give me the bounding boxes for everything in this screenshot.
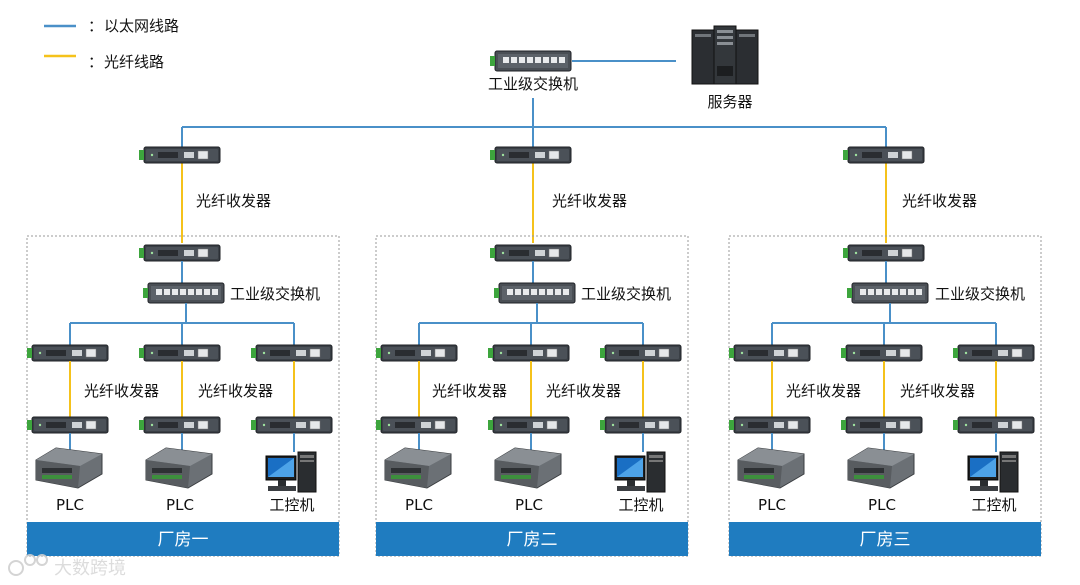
workshop-3-transceiver-label-b: 光纤收发器 [900,382,975,400]
workshop-1-transceiver-label-b: 光纤收发器 [198,382,273,400]
core-switch-label: 工业级交换机 [488,75,578,93]
workshop-1-bar [27,522,339,556]
workshop-2: 工业级交换机 光纤收发器 光纤收发器 PLC PLC 工控机 厂房二 [375,235,689,557]
watermark: 大数跨境 [8,554,126,579]
core-switch: 工业级交换机 [488,50,578,93]
workshop-1-plc-1-label: PLC [56,496,84,514]
workshop-1-switch-label: 工业级交换机 [230,285,320,303]
server-label: 服务器 [707,93,752,111]
workshop-2-plc-1-label: PLC [405,496,433,514]
transceiver-label-top-3: 光纤收发器 [902,192,977,210]
workshop-2-plc-2-label: PLC [515,496,543,514]
workshop-1-ipc-label: 工控机 [269,496,314,514]
workshop-3: 工业级交换机 光纤收发器 光纤收发器 PLC PLC 工控机 厂房三 [728,235,1042,557]
server: 服务器 [691,25,759,111]
workshop-1-transceiver-label-a: 光纤收发器 [84,382,159,400]
workshop-2-switch-label: 工业级交换机 [581,285,671,303]
workshop-1-name: 厂房一 [158,530,209,550]
workshop-2-ipc-label: 工控机 [618,496,663,514]
workshop-3-transceiver-label-a: 光纤收发器 [786,382,861,400]
top-transceiver-3 [842,146,925,164]
core-links [181,60,887,243]
legend-fiber-sep: ： [88,53,103,71]
workshop-1-plc-2-label: PLC [166,496,194,514]
workshop-3-switch-label: 工业级交换机 [935,285,1025,303]
workshop-2-transceiver-label-a: 光纤收发器 [432,382,507,400]
workshop-3-bar [729,522,1041,556]
legend-fiber-label: 光纤线路 [104,53,164,71]
workshop-2-transceiver-label-b: 光纤收发器 [546,382,621,400]
top-transceiver-2 [489,146,572,164]
workshop-2-bar [376,522,688,556]
legend: ： 以太网线路 ： 光纤线路 [44,17,179,71]
legend-ethernet-label: 以太网线路 [104,17,179,35]
workshop-3-ipc-label: 工控机 [971,496,1016,514]
workshop-1: 工业级交换机 光纤收发器 光纤收发器 PLC PLC 工控机 厂房一 [26,235,340,557]
watermark-text: 大数跨境 [54,558,126,579]
workshop-3-plc-1-label: PLC [758,496,786,514]
transceiver-label-top-2: 光纤收发器 [552,192,627,210]
workshop-3-name: 厂房三 [860,530,911,550]
transceiver-label-top-1: 光纤收发器 [196,192,271,210]
legend-ethernet-sep: ： [88,17,103,35]
workshop-2-name: 厂房二 [507,530,558,550]
workshop-3-plc-2-label: PLC [868,496,896,514]
top-transceiver-1 [138,146,221,164]
